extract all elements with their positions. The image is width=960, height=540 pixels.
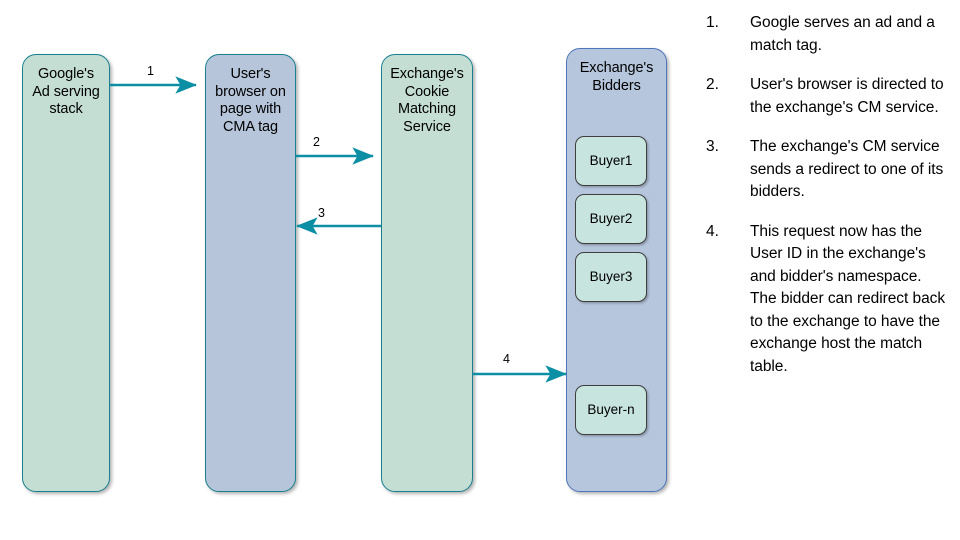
list-item-text: Google serves an ad and a match tag.	[750, 14, 935, 54]
list-item: 3. The exchange's CM service sends a red…	[706, 136, 950, 204]
arrow-2-label: 2	[313, 135, 320, 149]
steps-list: 1. Google serves an ad and a match tag. …	[706, 12, 950, 395]
buyer-label: Buyer-n	[587, 402, 635, 417]
list-item-number: 1.	[706, 14, 719, 31]
list-item-text: The exchange's CM service sends a redire…	[750, 138, 944, 200]
node-exchange-cookie-matching-service[interactable]: Exchange's Cookie Matching Service	[381, 54, 473, 492]
arrow-3-label: 3	[318, 206, 325, 220]
list-item-number: 3.	[706, 138, 719, 155]
buyer-label: Buyer1	[589, 153, 633, 168]
node-user-browser[interactable]: User's browser on page with CMA tag	[205, 54, 296, 492]
node-google-ad-serving-stack[interactable]: Google's Ad serving stack	[22, 54, 110, 492]
buyer-box[interactable]: Buyer1	[575, 136, 647, 186]
node-label: Google's Ad serving stack	[32, 66, 100, 117]
list-item: 1. Google serves an ad and a match tag.	[706, 12, 950, 57]
node-label: User's browser on page with CMA tag	[215, 66, 286, 135]
arrow-4-label: 4	[503, 352, 510, 366]
node-label: Exchange's Bidders	[579, 60, 654, 94]
buyer-box[interactable]: Buyer3	[575, 252, 647, 302]
list-item: 2. User's browser is directed to the exc…	[706, 74, 950, 119]
buyer-label: Buyer2	[589, 211, 633, 226]
buyer-label: Buyer3	[589, 269, 633, 284]
list-item: 4. This request now has the User ID in t…	[706, 221, 950, 379]
list-item-number: 2.	[706, 76, 719, 93]
buyer-box[interactable]: Buyer2	[575, 194, 647, 244]
list-item-text: This request now has the User ID in the …	[750, 222, 946, 375]
list-item-number: 4.	[706, 222, 719, 240]
node-label: Exchange's Cookie Matching Service	[390, 66, 464, 135]
buyer-box[interactable]: Buyer-n	[575, 385, 647, 435]
list-item-text: User's browser is directed to the exchan…	[750, 76, 944, 116]
arrow-1-label: 1	[147, 64, 154, 78]
